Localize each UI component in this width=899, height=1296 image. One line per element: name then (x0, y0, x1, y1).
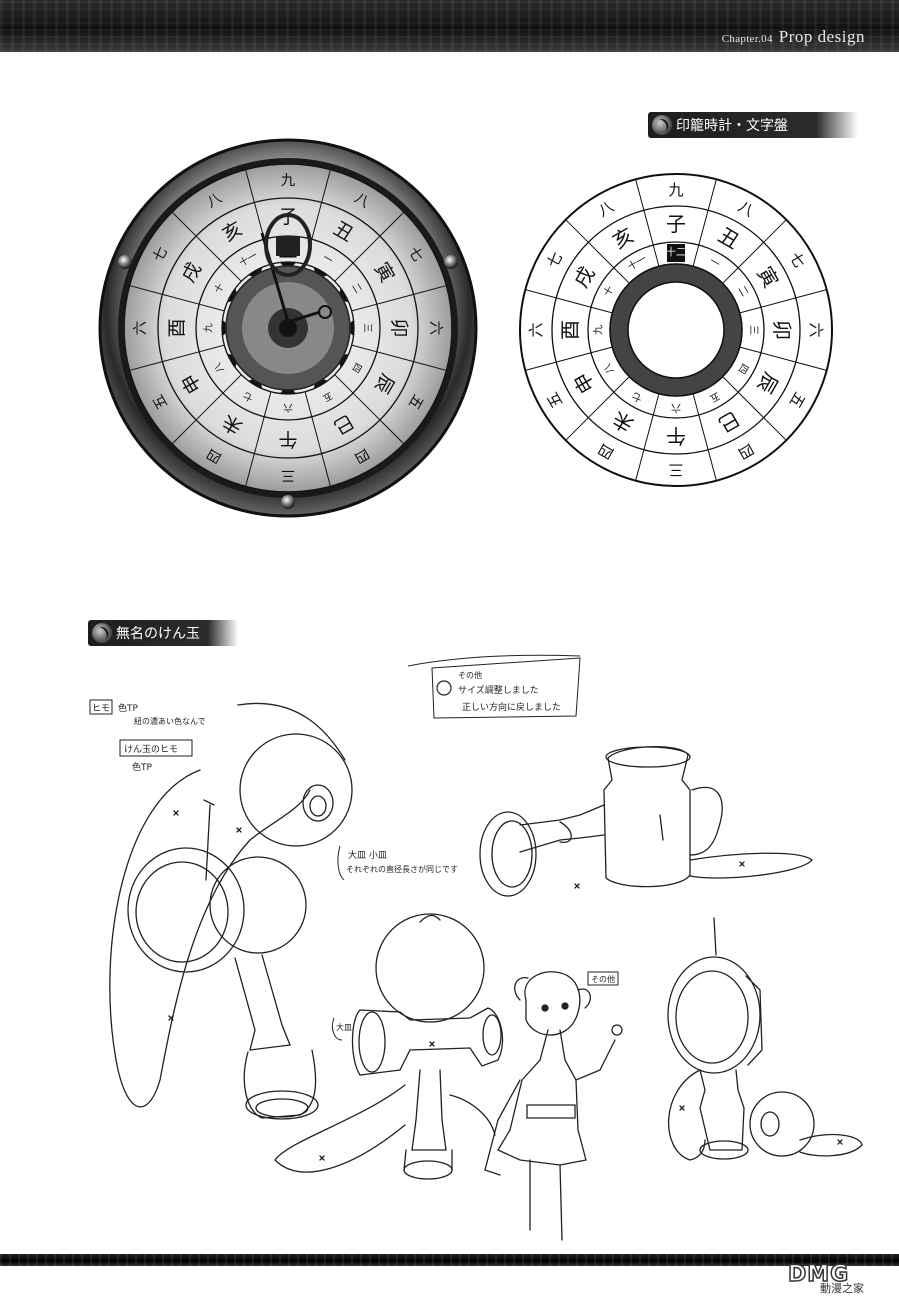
note-string-desc: 紐の濃あい色なんで (134, 716, 206, 726)
header-texture (0, 0, 899, 52)
rendered-inner-numeral: 五 (321, 389, 335, 403)
clock-section-title: 印籠時計・文字盤 (676, 118, 788, 134)
note-kendama-string-color: 色TP (132, 761, 152, 773)
lineart-outer-numeral: 九 (668, 181, 683, 199)
kendama-sketch-c (274, 913, 504, 1180)
sketch-notes: ヒモ 色TP 紐の濃あい色なんで けん玉のヒモ 色TP その他 サイズ調整しまし… (89, 654, 619, 1041)
rendered-outer-numeral: 三 (281, 467, 295, 483)
lineart-outer-numeral: 六 (807, 322, 825, 337)
watermark-site: 動漫之家 (820, 1282, 864, 1295)
rendered-outer-numeral: 四 (351, 445, 371, 466)
lineart-zodiac-numeral: 午 (666, 424, 686, 448)
chapter-number: Chapter.04 (721, 33, 773, 45)
lineart-inner-numeral: 二 (735, 284, 750, 298)
lineart-inner-numeral: 三 (748, 325, 759, 335)
kendama-sketch-b (479, 746, 813, 897)
rendered-zodiac-numeral: 酉 (166, 318, 188, 337)
kendama-section-label: 無名のけん玉 (88, 620, 238, 646)
note-size-1: 大皿 小皿 (348, 849, 387, 861)
note-string-label: ヒモ (92, 703, 110, 714)
lineart-zodiac-numeral: 子 (666, 212, 686, 236)
kendama-sketch-a (109, 702, 353, 1120)
rendered-outer-numeral: 八 (351, 190, 371, 211)
note-memo-line1: サイズ調整しました (458, 684, 539, 696)
rendered-inner-numeral: 二 (349, 282, 363, 296)
rendered-outer-numeral: 八 (204, 190, 224, 211)
lineart-dial: 九八七六五四三四五六七八子丑寅卯辰巳午未申酉戌亥十二一二三四五六七八九十十一 (519, 173, 833, 487)
clock-hand-ornament (264, 213, 312, 277)
rendered-outer-numeral: 六 (427, 321, 444, 335)
chapter-heading: Chapter.04 Prop design (722, 27, 865, 47)
clock-section-label: 印籠時計・文字盤 (648, 112, 858, 138)
rendered-inner-numeral: 三 (362, 323, 373, 333)
emblem-icon (652, 115, 672, 135)
lineart-outer-numeral: 六 (527, 322, 545, 337)
rendered-outer-numeral: 四 (204, 445, 224, 466)
lineart-inner-numeral: 十二 (666, 246, 686, 259)
lineart-inner-numeral: 九 (593, 325, 605, 335)
note-kendama-string: けん玉のヒモ (124, 744, 178, 755)
footer-texture (0, 1254, 899, 1266)
kendama-sketches (109, 702, 863, 1241)
kendama-sketch-d (667, 917, 863, 1161)
note-size-2: それぞれの直径長さが同じです (346, 864, 458, 874)
rivet-icon (444, 255, 458, 269)
kendama-section-title: 無名のけん玉 (116, 626, 200, 642)
lineart-outer-numeral: 三 (668, 461, 683, 479)
character-sketch (484, 971, 623, 1241)
lineart-inner-numeral: 四 (735, 361, 750, 375)
rendered-outer-numeral: 五 (405, 391, 426, 411)
rendered-inner-numeral: 四 (349, 361, 363, 375)
lineart-inner-numeral: 一 (707, 256, 721, 271)
lineart-inner-numeral: 六 (671, 402, 681, 414)
lineart-zodiac-numeral: 酉 (558, 320, 582, 340)
lineart-inner-numeral: 五 (707, 389, 721, 404)
rendered-inner-numeral: 九 (203, 323, 215, 333)
section-title: Prop design (778, 27, 865, 46)
rendered-zodiac-numeral: 午 (278, 428, 297, 450)
rendered-outer-numeral: 六 (132, 321, 149, 335)
note-string-color: 色TP (118, 702, 138, 714)
rendered-zodiac-numeral: 卯 (388, 318, 410, 337)
header-band: Chapter.04 Prop design (0, 0, 899, 52)
emblem-icon (92, 623, 112, 643)
lineart-inner-numeral: 八 (602, 361, 617, 375)
note-memo-line2: 正しい方向に戻しました (462, 701, 561, 713)
note-memo-top: その他 (458, 670, 482, 680)
note-mumei-tag: その他 (591, 974, 615, 984)
lineart-zodiac-numeral: 卯 (770, 320, 794, 340)
watermark-logo: DMG (787, 1261, 850, 1288)
footer-band (0, 1254, 899, 1266)
rendered-outer-numeral: 五 (150, 391, 171, 411)
rivet-icon (118, 255, 132, 269)
rivet-icon (281, 495, 295, 509)
rendered-outer-numeral: 九 (281, 172, 295, 189)
note-ken-tag: 大皿 (336, 1022, 352, 1032)
rendered-inner-numeral: 六 (283, 402, 293, 414)
